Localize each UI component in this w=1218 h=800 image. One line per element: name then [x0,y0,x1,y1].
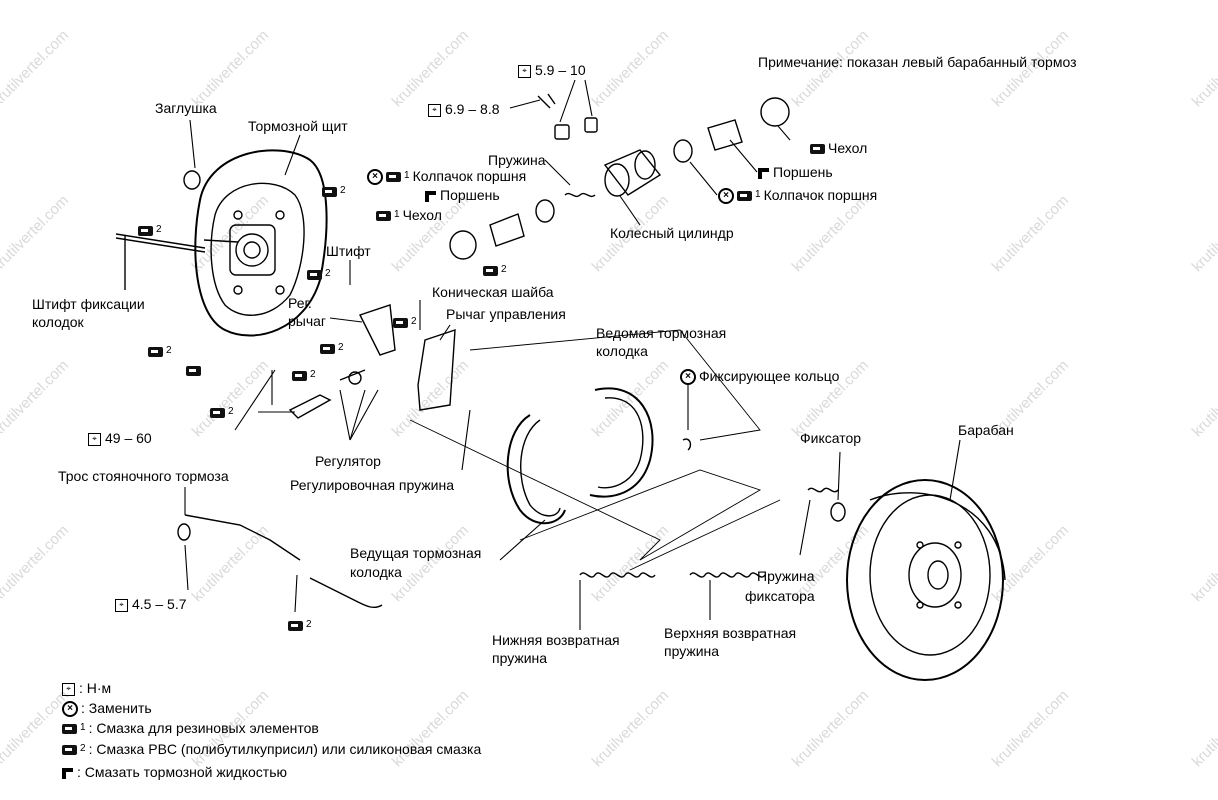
grease-icon [186,366,201,377]
grease-icon [320,344,335,355]
grease-mark: 2 [322,183,349,199]
plug [183,170,201,190]
label-upper-spring-2: пружина [664,643,720,659]
trailing-shoe [589,387,654,498]
label-drum: Барабан [958,422,1014,438]
grease-icon [737,191,752,202]
label-spring: Пружина [488,152,546,168]
label-adj-lever-2: рычаг [288,313,327,329]
label-shoe-pin-1: Штифт фиксации [32,296,145,312]
torque-wrench-icon: ⌖ [518,64,531,78]
label-plug: Заглушка [155,100,217,116]
label-trailing-shoe-2: колодка [596,343,648,359]
label-wheel-cylinder: Колесный цилиндр [610,225,734,241]
grease-icon [322,187,337,198]
torque-wrench-icon: ⌖ [88,432,101,446]
grease-icon [810,144,825,155]
label-conical-washer: Коническая шайба [432,284,554,300]
replace-x-icon: × [62,701,78,718]
label-trailing-shoe-1: Ведомая тормозная [596,325,727,341]
wheel-cylinder [537,93,662,197]
grease-icon [386,172,401,183]
grease-mark [186,362,204,378]
label-shoe-pin-2: колодок [32,314,84,330]
grease-icon [483,266,498,277]
torque-wrench-icon: ⌖ [62,682,75,696]
grease-icon [210,408,225,419]
grease-icon [292,371,307,382]
label-retainer-spring-2: фиксатора [745,588,815,604]
torque-wrench-icon: ⌖ [115,598,128,612]
label-pin: Штифт [326,243,371,259]
label-retainer-spring-1: Пружина [757,568,815,584]
grease-mark: 2 [148,343,175,359]
grease-icon [393,318,408,329]
torque-wrench-icon: ⌖ [428,103,441,117]
label-torque-45: ⌖4.5 – 5.7 [115,596,187,612]
grease-icon [376,211,391,222]
label-lower-spring-1: Нижняя возвратная [492,632,620,648]
grease-mark: 2 [292,367,319,383]
grease-mark: 2 [210,404,237,420]
label-parking-cable: Трос стояночного тормоза [58,468,229,484]
grease-icon [138,226,153,237]
grease-icon [148,347,163,358]
legend-replace: ×: Заменить [62,700,152,718]
grease-mark: 2 [320,340,347,356]
label-leading-shoe-2: колодка [350,564,402,580]
label-piston-left: Поршень [425,187,500,203]
leading-shoe [506,414,566,525]
label-adj-lever-1: Рег. [288,295,312,311]
grease-icon [62,724,77,735]
grease-mark: 2 [393,314,420,330]
label-backing-plate: Тормозной щит [248,118,348,134]
label-control-lever: Рычаг управления [446,306,566,322]
label-torque-49: ⌖49 – 60 [88,430,152,446]
label-torque-tube: ⌖6.9 – 8.8 [428,101,500,117]
label-upper-spring-1: Верхняя возвратная [664,625,797,641]
label-leading-shoe-1: Ведущая тормозная [350,545,482,561]
replace-x-icon: × [367,169,383,186]
brake-drum [846,479,1006,681]
legend-grease-2: 2: Смазка PBC (полибутилкуприсил) или си… [62,741,481,757]
grease-mark: 2 [138,222,165,238]
label-piston-right: Поршень [758,164,833,180]
label-torque-bleeder: ⌖5.9 – 10 [518,62,586,78]
replace-x-icon: × [718,188,734,205]
label-lower-spring-2: пружина [492,650,548,666]
grease-icon [62,745,77,756]
legend-torque: ⌖: Н·м [62,680,111,696]
grease-mark: 2 [483,262,510,278]
label-boot-right: Чехол [810,140,867,156]
grease-mark: 2 [288,617,315,633]
label-retaining-ring: ×Фиксирующее кольцо [680,368,839,386]
legend-grease-1: 1: Смазка для резиновых элементов [62,720,319,736]
grease-icon [307,270,322,281]
note-text: Примечание: показан левый барабанный тор… [758,54,1077,70]
label-adjusting-spring: Регулировочная пружина [290,477,454,493]
label-retainer: Фиксатор [800,430,862,446]
legend-brake-fluid: : Смазать тормозной жидкостью [62,764,287,780]
label-adjuster: Регулятор [315,453,381,469]
brake-fluid-icon [758,167,769,179]
brake-fluid-icon [425,190,436,202]
grease-mark: 2 [307,266,334,282]
brake-fluid-icon [62,767,73,779]
grease-icon [288,621,303,632]
replace-x-icon: × [680,369,696,386]
